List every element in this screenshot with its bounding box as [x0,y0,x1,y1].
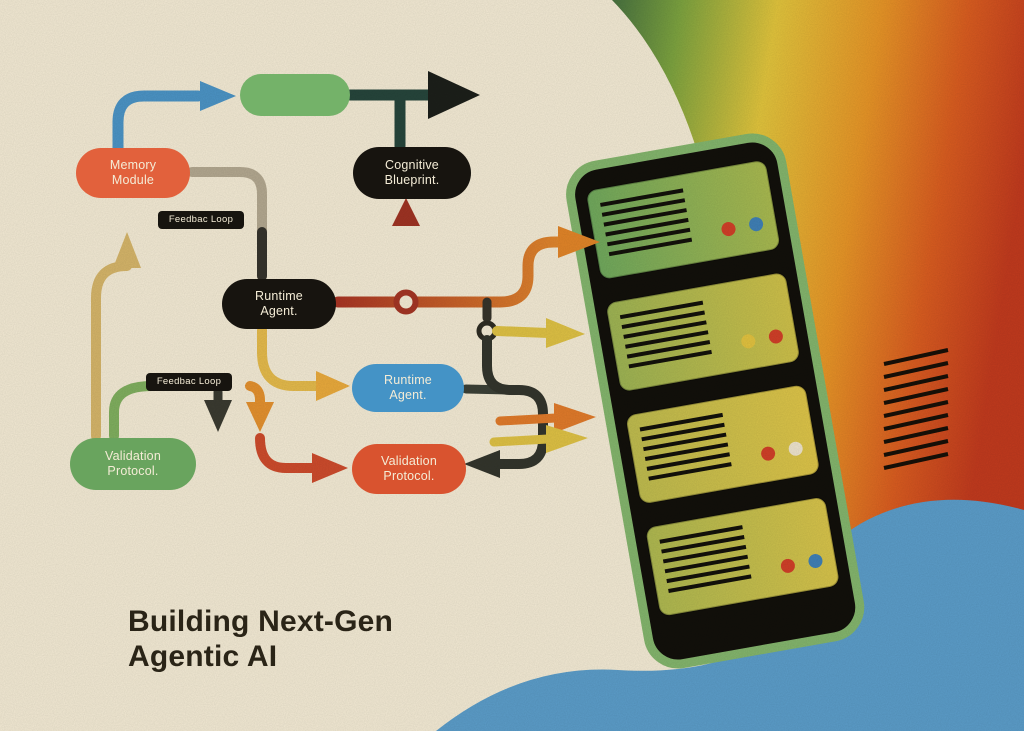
node-validation-protocol-red: Validation Protocol. [352,444,466,494]
node-label: Memory Module [109,158,157,187]
node-label: Feedbac Loop [168,214,234,226]
node-label: Validation Protocol. [105,449,161,478]
node-label: Feedbac Loop [156,376,222,388]
node-validation-protocol-green: Validation Protocol. [70,438,196,490]
node-label: Runtime Agent. [255,289,303,318]
node-cognitive-blueprint: Cognitive Blueprint. [353,147,471,199]
node-runtime-agent-primary: Runtime Agent. [222,279,336,329]
node-label: Validation Protocol. [381,454,437,483]
node-runtime-agent-secondary: Runtime Agent. [352,364,464,412]
label-feedback-loop-bottom: Feedbac Loop [146,373,232,391]
node-process-pill [240,74,350,116]
node-memory-module: Memory Module [76,148,190,198]
label-feedback-loop-top: Feedbac Loop [158,211,244,229]
node-label: Cognitive Blueprint. [384,158,440,187]
page-title: Building Next-Gen Agentic AI [128,605,394,674]
node-label: Runtime Agent. [384,373,432,402]
